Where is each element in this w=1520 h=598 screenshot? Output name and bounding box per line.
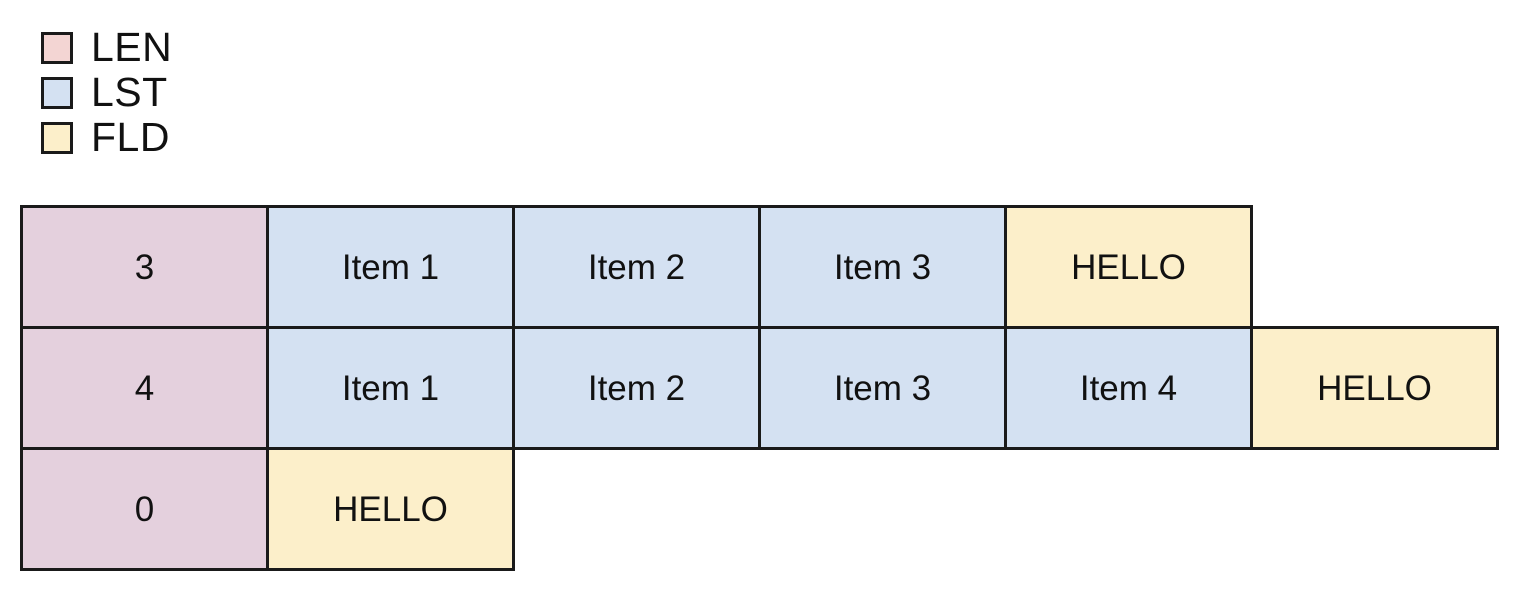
table-cell-lst: Item 1 (266, 205, 515, 329)
legend-swatch-fld-icon (41, 121, 73, 154)
table-cell-lst: Item 2 (512, 326, 761, 450)
table-cell-lst: Item 4 (1004, 326, 1253, 450)
table-cell-fld: HELLO (1250, 326, 1499, 450)
table-cell-fld: HELLO (1004, 205, 1253, 329)
table-cell-len: 0 (20, 447, 269, 571)
legend-label-len: LEN (91, 24, 173, 70)
legend-item-fld: FLD (41, 115, 172, 160)
legend-item-lst: LST (41, 70, 172, 115)
legend-swatch-len-icon (41, 31, 73, 64)
table-cell-lst: Item 2 (512, 205, 761, 329)
table-cell-fld: HELLO (266, 447, 515, 571)
legend-label-lst: LST (91, 69, 168, 115)
table-cell-len: 4 (20, 326, 269, 450)
table-cell-lst: Item 3 (758, 205, 1007, 329)
table-cell-lst: Item 1 (266, 326, 515, 450)
legend-swatch-lst-icon (41, 76, 73, 109)
legend-label-fld: FLD (91, 114, 170, 160)
table-cell-len: 3 (20, 205, 269, 329)
legend-item-len: LEN (41, 25, 172, 70)
table-cell-lst: Item 3 (758, 326, 1007, 450)
